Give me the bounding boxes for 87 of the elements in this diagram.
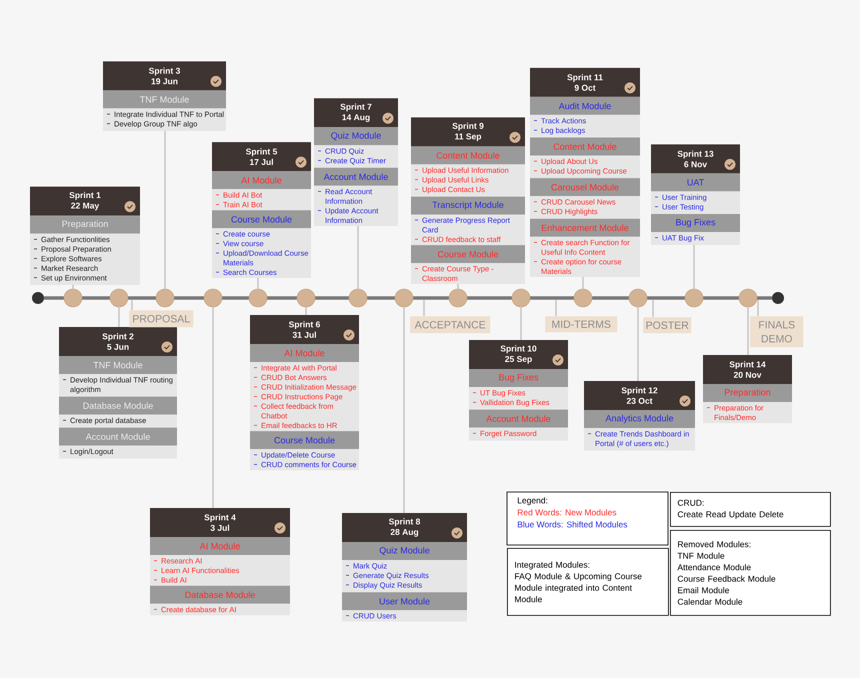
connector-line [257, 278, 259, 289]
sprint-header: Sprint 11 9 Oct [530, 68, 640, 97]
timeline-circle [738, 288, 758, 308]
timeline-circle [296, 288, 316, 308]
connector-line [747, 307, 749, 355]
module-heading: TNF Module [103, 90, 226, 108]
milestone-tag: ACCEPTANCE [410, 316, 490, 334]
sprint-header: Sprint 5 17 Jul [212, 142, 311, 172]
connector-line [305, 307, 307, 315]
module-heading: UAT [651, 173, 740, 192]
timeline-circle [448, 288, 468, 308]
sprint-header: Sprint 1 22 May [30, 186, 140, 216]
module-heading: Quiz Module [342, 542, 467, 560]
timeline-circle [248, 288, 268, 308]
timeline-circle [628, 288, 648, 308]
module-heading: Database Module [150, 586, 290, 604]
timeline-circle [512, 288, 530, 308]
sprint-header: Sprint 7 14 Aug [314, 98, 398, 128]
sprint-header: Sprint 12 23 Oct [584, 381, 695, 410]
connector-line [164, 131, 166, 289]
milestone-tag: PROPOSAL [129, 310, 194, 328]
milestone-tag: POSTER [643, 317, 692, 334]
legend-title: Legend: [518, 497, 548, 506]
note-box: CRUD: Create Read Update Delete [670, 492, 831, 527]
milestone-tag: MID-TERMS [545, 316, 618, 332]
module-heading: Course Module [250, 431, 359, 450]
module-heading: AI Module [150, 537, 290, 555]
module-heading: Enhancement Module [530, 218, 640, 237]
connector-line [693, 245, 695, 289]
timeline-circle [348, 288, 368, 308]
note-box: Removed Modules: TNF Module Attendance Module Course Feedback Module Email Module Calendar Module [670, 530, 831, 616]
sprint-header: Sprint 8 28 Aug [342, 513, 467, 542]
timeline-circle [156, 288, 174, 308]
module-heading: AI Module [212, 171, 311, 190]
legend-entry: Red Words: New Modules [518, 509, 616, 516]
note-box: Integrated Modules: FAQ Module & Upcoming Course Module integrated into Content Module [507, 548, 669, 616]
timeline-circle [110, 288, 128, 308]
module-heading: Preparation [703, 384, 792, 402]
connector-line [555, 300, 557, 316]
module-heading: Account Module [59, 428, 177, 446]
sprint-header: Sprint 3 19 Jun [103, 61, 226, 90]
module-heading: Carousel Module [530, 178, 640, 196]
timeline-circle [394, 288, 414, 308]
connector-line [72, 285, 74, 289]
module-heading: Database Module [59, 396, 177, 415]
module-heading: Account Module [469, 410, 568, 428]
sprint-header: Sprint 2 5 Jun [59, 327, 177, 356]
module-heading: AI Module [250, 344, 359, 362]
connector-line [757, 300, 759, 316]
module-heading: Preparation [30, 216, 140, 234]
module-heading: Analytics Module [584, 410, 695, 428]
module-heading: Course Module [212, 210, 311, 228]
module-heading: Audit Module [530, 96, 640, 115]
module-heading: Quiz Module [314, 127, 398, 146]
module-heading: User Module [342, 592, 467, 610]
timeline-circle [574, 288, 592, 308]
connector-line [118, 307, 120, 327]
timeline-circle [64, 288, 82, 308]
legend-entry: Blue Words: Shifted Modules [518, 521, 628, 528]
sprint-header: Sprint 13 6 Nov [651, 144, 740, 174]
timeline-circle [684, 288, 704, 308]
connector-line [131, 300, 133, 310]
module-heading: Course Module [411, 245, 525, 264]
timeline-circle [204, 288, 222, 308]
connector-line [423, 300, 425, 316]
connector-line [582, 277, 584, 289]
module-heading: TNF Module [59, 356, 177, 374]
connector-line [212, 307, 214, 508]
connector-line [520, 307, 522, 340]
timeline-bar [44, 296, 772, 300]
connector-line [652, 300, 654, 317]
module-heading: Transcript Module [411, 196, 525, 215]
connector-line [403, 307, 405, 513]
connector-line [457, 284, 459, 289]
sprint-header: Sprint 14 20 Nov [703, 355, 792, 384]
module-heading: Content Module [411, 146, 525, 164]
sprint-header: Sprint 9 11 Sep [411, 117, 525, 146]
connector-line [357, 226, 359, 289]
sprint-header: Sprint 6 31 Jul [250, 315, 359, 344]
module-heading: Bug Fixes [651, 214, 740, 232]
sprint-header: Sprint 10 25 Sep [469, 340, 568, 369]
sprint-header: Sprint 4 3 Jul [150, 508, 290, 537]
module-heading: Content Module [530, 138, 640, 156]
module-heading: Bug Fixes [469, 369, 568, 387]
milestone-tag: FINALS DEMO [750, 316, 804, 348]
connector-line [637, 307, 639, 381]
module-heading: Account Module [314, 168, 398, 186]
